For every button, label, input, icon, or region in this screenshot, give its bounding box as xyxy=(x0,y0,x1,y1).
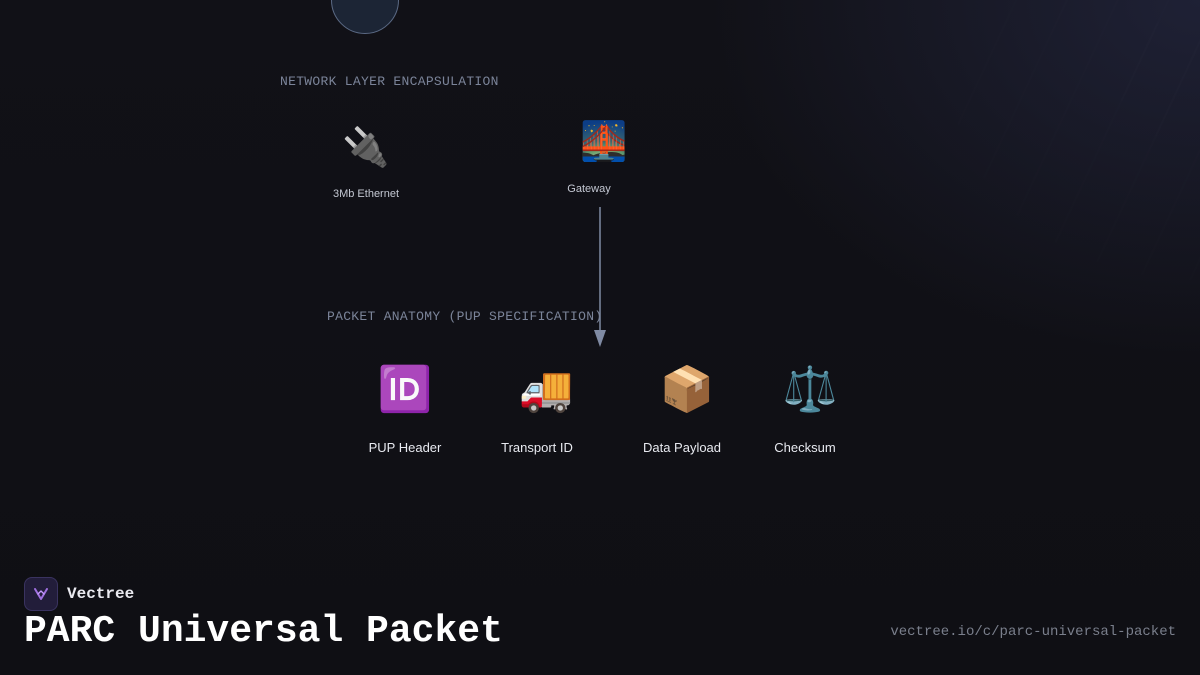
node-data-payload[interactable]: 📦 Data Payload xyxy=(637,368,737,458)
node-label: Gateway xyxy=(567,183,611,195)
id-button-icon: 🆔 xyxy=(377,364,433,415)
node-label: Transport ID xyxy=(501,440,573,455)
node-checksum[interactable]: ⚖️ Checksum xyxy=(770,368,850,458)
node-transport-id[interactable]: 🚚 Transport ID xyxy=(497,368,595,458)
bridge-at-night-icon: 🌉 xyxy=(580,119,628,163)
vectree-logo-icon xyxy=(24,577,58,611)
section-label-packet-anatomy: PACKET ANATOMY (PUP SPECIFICATION) xyxy=(327,309,603,324)
page-title: PARC Universal Packet xyxy=(24,610,503,653)
section-label-network-layer: NETWORK LAYER ENCAPSULATION xyxy=(280,74,499,89)
page-url[interactable]: vectree.io/c/parc-universal-packet xyxy=(890,624,1176,640)
node-3mb-ethernet[interactable]: 🔌 3Mb Ethernet xyxy=(331,128,401,208)
node-label: Data Payload xyxy=(642,440,722,455)
electric-plug-icon: 🔌 xyxy=(342,125,390,169)
node-pup-header[interactable]: 🆔 PUP Header xyxy=(357,368,453,458)
package-icon: 📦 xyxy=(659,364,715,415)
node-gateway[interactable]: 🌉 Gateway xyxy=(566,122,642,202)
node-label: Checksum xyxy=(774,440,836,455)
brand[interactable]: Vectree xyxy=(24,577,134,611)
balance-scale-icon: ⚖️ xyxy=(782,364,838,415)
node-label: 3Mb Ethernet xyxy=(332,188,400,200)
node-label: PUP Header xyxy=(368,440,442,455)
brand-name: Vectree xyxy=(67,585,135,603)
delivery-truck-icon: 🚚 xyxy=(518,364,574,415)
